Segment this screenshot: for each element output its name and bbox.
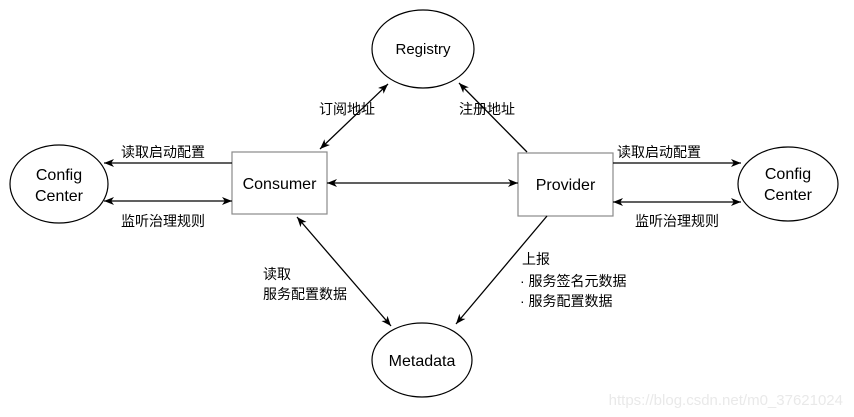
registry-node <box>371 9 475 89</box>
metadata-label: Metadata <box>389 353 456 370</box>
edge-label-report-line1: 上报 <box>522 251 550 267</box>
edge-consumer-registry <box>319 83 389 150</box>
config-center-left-label-line1: Config <box>36 167 82 184</box>
edge-label-report-line2: · 服务签名元数据 <box>520 273 627 289</box>
provider-label: Provider <box>536 177 596 194</box>
edge-label-subscribe-address: 订阅地址 <box>319 101 375 117</box>
metadata-node <box>371 322 473 398</box>
config-center-right-node <box>737 146 839 222</box>
config-center-right-label-line2: Center <box>764 187 813 204</box>
edge-label-read-startup-config-left: 读取启动配置 <box>121 144 205 160</box>
edge-label-listen-governance-rules-right: 监听治理规则 <box>635 213 719 229</box>
consumer-label: Consumer <box>243 176 317 193</box>
consumer-node <box>231 151 328 215</box>
watermark: https://blog.csdn.net/m0_37621024 <box>609 392 843 409</box>
edge-label-read-startup-config-right: 读取启动配置 <box>617 144 701 160</box>
edge-provider-registry <box>458 82 528 153</box>
provider-node <box>517 152 614 217</box>
edge-provider-metadata <box>455 215 548 325</box>
config-center-right-label-line1: Config <box>765 166 811 183</box>
edge-label-read-line1: 读取 <box>263 266 291 282</box>
config-center-left-node <box>9 144 109 224</box>
edge-label-read-line2: 服务配置数据 <box>263 286 347 302</box>
registry-label: Registry <box>395 41 451 58</box>
config-center-left-label-line2: Center <box>35 188 84 205</box>
edge-label-listen-governance-rules-left: 监听治理规则 <box>121 213 205 229</box>
edge-consumer-metadata <box>296 216 392 327</box>
edge-label-register-address: 注册地址 <box>459 101 515 117</box>
edge-label-report-line3: · 服务配置数据 <box>520 293 613 309</box>
